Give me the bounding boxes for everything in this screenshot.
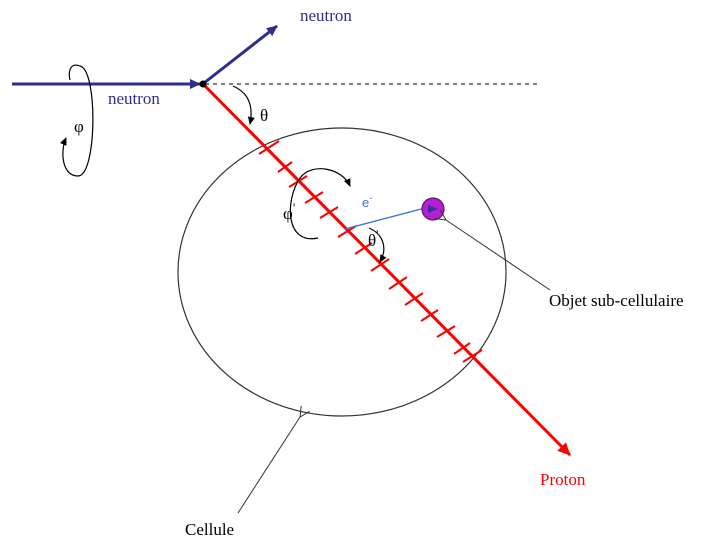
theta-prime-label: θ' xyxy=(368,227,379,250)
phi-rotation-loop-top xyxy=(69,65,80,80)
neutron-in-label: neutron xyxy=(108,89,160,108)
neutron-out-label: neutron xyxy=(300,6,352,25)
proton-label: Proton xyxy=(540,470,586,489)
phi-prime-label: φ' xyxy=(283,200,295,223)
electron-track xyxy=(345,208,425,229)
objet-label: Objet sub-cellulaire xyxy=(549,291,684,310)
objet-pointer xyxy=(446,220,550,290)
theta-label: θ xyxy=(260,106,268,125)
phi-label: φ xyxy=(74,117,84,136)
proton-track xyxy=(203,84,570,455)
scattered-neutron-arrow xyxy=(204,26,277,83)
cellule-label: Cellule xyxy=(185,520,234,539)
cellule-pointer xyxy=(238,417,300,513)
electron-label: e- xyxy=(362,193,372,210)
cell-outline xyxy=(178,128,506,416)
interaction-vertex xyxy=(200,81,207,88)
